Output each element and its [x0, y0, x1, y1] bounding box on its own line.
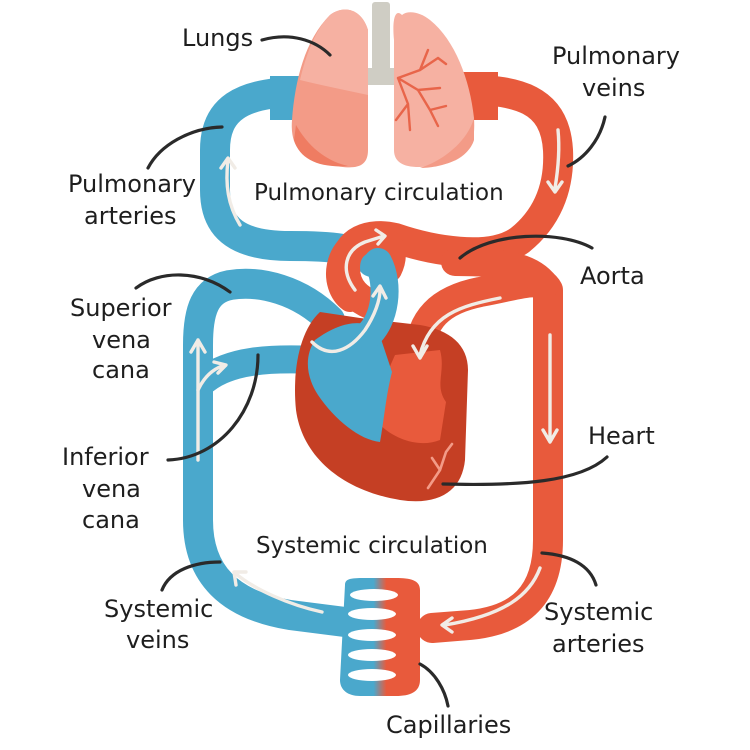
- arrow-aorta-down: [541, 333, 559, 444]
- label-capillaries: Capillaries: [386, 711, 511, 739]
- label-superior-vena-cava-line1: Superior: [70, 294, 172, 322]
- arrow-systemic-veins: [232, 570, 324, 614]
- leader-pulmonary-veins: [566, 115, 607, 168]
- arrow-svc-up: [310, 284, 388, 354]
- leader-systemic-arteries: [540, 551, 598, 587]
- leader-systemic-veins: [160, 560, 222, 592]
- arrow-pulmonary-trunk: [344, 228, 387, 292]
- leader-pulmonary-arteries: [146, 125, 224, 170]
- arrow-pulmonary-vein: [546, 128, 564, 194]
- section-pulmonary-circulation: Pulmonary circulation: [254, 180, 504, 206]
- label-lungs: Lungs: [182, 24, 253, 52]
- section-systemic-circulation: Systemic circulation: [256, 533, 488, 559]
- labels: Lungs Pulmonary veins Pulmonary arteries…: [62, 24, 680, 739]
- coronary-vessel: [426, 442, 454, 490]
- pulmonary-trunk: [326, 224, 406, 312]
- left-lung-lower: [294, 125, 348, 167]
- label-systemic-veins-line1: Systemic: [104, 595, 213, 623]
- leader-lines: [134, 35, 609, 708]
- right-lung-lower: [420, 118, 474, 168]
- leader-capillaries: [418, 662, 450, 708]
- label-inferior-vena-cava-line1: Inferior: [62, 443, 149, 471]
- capillary-gaps: [348, 589, 398, 681]
- leader-aorta: [458, 234, 594, 260]
- heart: [295, 224, 468, 502]
- label-pulmonary-arteries-line2: arteries: [84, 202, 177, 230]
- label-superior-vena-cava-line2: vena: [92, 326, 151, 354]
- label-pulmonary-veins-line2: veins: [582, 74, 645, 102]
- capillaries: [340, 578, 420, 696]
- label-inferior-vena-cava-line2: vena: [82, 475, 141, 503]
- arrow-pulmonary-artery: [219, 156, 242, 227]
- leader-lungs: [260, 35, 332, 57]
- label-aorta: Aorta: [580, 262, 645, 290]
- trachea: [360, 2, 402, 85]
- lungs: [291, 2, 475, 168]
- bronchial-tree: [394, 48, 448, 132]
- flow-arrows: [189, 128, 564, 634]
- label-systemic-veins-line2: veins: [126, 626, 189, 654]
- label-pulmonary-arteries-line1: Pulmonary: [68, 170, 196, 198]
- leader-inferior-vena-cava: [166, 353, 260, 462]
- svc-into-heart: [354, 248, 399, 349]
- label-systemic-arteries-line2: arteries: [552, 630, 645, 658]
- label-heart: Heart: [588, 422, 655, 450]
- label-pulmonary-veins-line1: Pulmonary: [552, 42, 680, 70]
- leader-superior-vena-cava: [134, 273, 232, 294]
- heart-right-ventricle: [378, 350, 446, 444]
- label-superior-vena-cava-line3: cana: [92, 356, 150, 384]
- label-inferior-vena-cava-line3: cana: [82, 506, 140, 534]
- label-systemic-arteries-line1: Systemic: [544, 598, 653, 626]
- superior-vena-cava-vessel: [183, 268, 360, 637]
- arrow-ivc-up: [189, 338, 207, 462]
- arrow-systemic-arteries: [440, 566, 542, 634]
- arrow-ivc-branch: [196, 360, 228, 392]
- aorta-arch: [441, 248, 559, 299]
- leader-heart: [441, 455, 609, 487]
- arrow-into-heart: [411, 296, 502, 360]
- left-lung-upper: [300, 9, 368, 95]
